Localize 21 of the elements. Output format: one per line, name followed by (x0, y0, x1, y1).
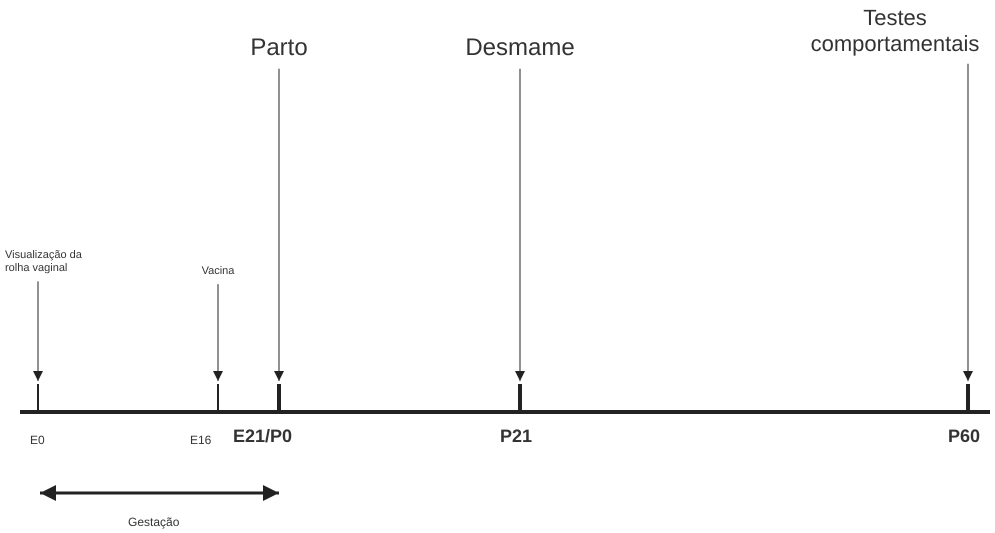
arrow (515, 68, 525, 381)
time-point-label: E0 (30, 433, 45, 448)
tick-mark (37, 384, 39, 412)
event-label: Testes comportamentais (802, 5, 988, 58)
time-point-label: P60 (948, 426, 980, 448)
event-label: Parto (219, 34, 339, 63)
time-point-label: P21 (500, 426, 532, 448)
arrow (33, 281, 43, 381)
tick-mark (217, 384, 219, 412)
time-point-label: E21/P0 (233, 426, 292, 448)
arrow (213, 284, 223, 381)
time-point-label: E16 (190, 433, 212, 448)
arrow (274, 68, 284, 381)
event-label: Visualização da rolha vaginal (5, 249, 100, 276)
tick-mark (277, 384, 281, 412)
period-label: Gestação (128, 515, 180, 530)
tick-mark (966, 384, 970, 412)
arrow (963, 64, 973, 381)
event-label: Vacina (188, 265, 248, 278)
tick-mark (518, 384, 522, 412)
event-label: Desmame (440, 34, 600, 63)
